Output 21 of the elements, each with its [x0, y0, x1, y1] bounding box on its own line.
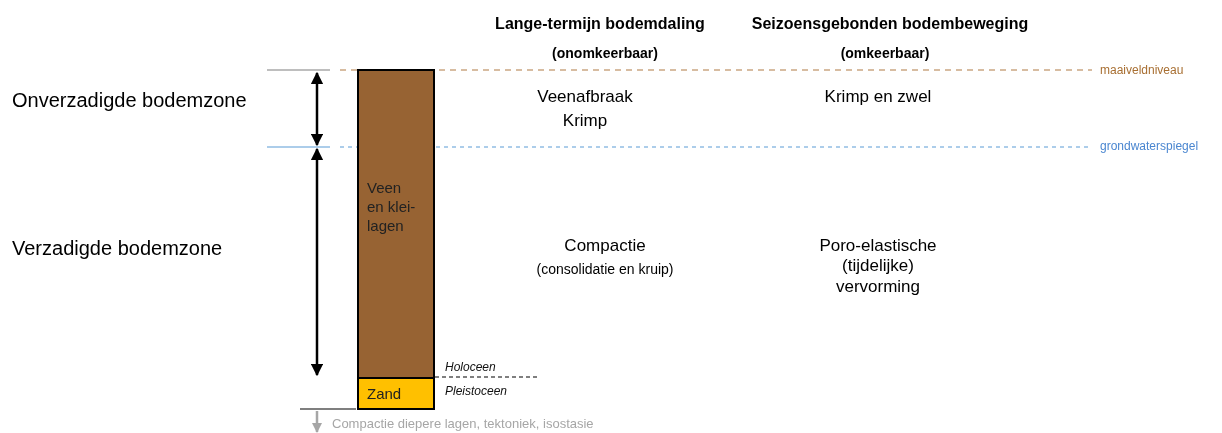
process-label: Poro-elastische (tijdelijke) vervorming	[818, 236, 938, 298]
process-label: Krimp en zwel	[824, 87, 932, 108]
process-note: (consolidatie en kruip)	[536, 261, 674, 278]
column-subheading: (omkeerbaar)	[840, 45, 930, 62]
level-label: grondwaterspiegel	[1100, 139, 1199, 154]
column-heading: Seizoensgebonden bodembeweging	[751, 14, 1029, 34]
epoch-label: Holoceen	[445, 360, 496, 374]
epoch-label: Pleistoceen	[445, 384, 508, 398]
layer-label: Veen en klei-lagen	[367, 179, 417, 236]
process-label: Krimp	[562, 111, 608, 132]
process-label: Veenafbraak	[537, 87, 633, 108]
layer-label: Zand	[367, 385, 403, 404]
peat-clay-layer	[357, 69, 435, 379]
zone-label: Onverzadigde bodemzone	[12, 88, 247, 112]
process-label: Compactie	[564, 236, 646, 257]
zone-label: Verzadigde bodemzone	[12, 236, 223, 260]
column-subheading: (onomkeerbaar)	[552, 45, 658, 62]
sand-layer	[357, 377, 435, 410]
column-heading: Lange-termijn bodemdaling	[495, 14, 705, 34]
note-label: Compactie diepere lagen, tektoniek, isostasie	[332, 416, 594, 432]
level-label: maaiveldniveau	[1100, 63, 1184, 78]
